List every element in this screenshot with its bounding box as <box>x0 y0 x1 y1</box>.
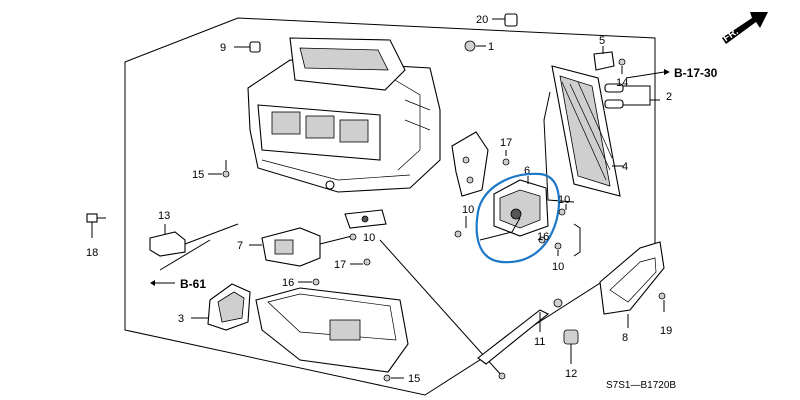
part-17-screw-middle: 17 <box>334 258 371 271</box>
diagram-code: S7S1—B1720B <box>606 380 676 391</box>
part-number-6: 6 <box>524 165 530 177</box>
part-3-duct: 3 <box>178 283 251 331</box>
part-15-screw-lower: 15 <box>383 373 420 385</box>
lower-housing <box>255 287 409 373</box>
part-number-7: 7 <box>237 240 243 252</box>
part-number-12: 12 <box>565 368 577 380</box>
part-10-screw-right-lower: 10 <box>552 242 564 273</box>
front-direction-arrow: FR. <box>721 12 768 44</box>
ref-b-61: B-61 <box>150 239 211 291</box>
part-number-10-middle: 10 <box>363 232 375 244</box>
part-number-5: 5 <box>599 35 605 47</box>
part-9-clip: 9 <box>220 41 261 54</box>
part-number-17-middle: 17 <box>334 259 346 271</box>
part-number-18: 18 <box>86 247 98 259</box>
part-18-bolt: 18 <box>86 213 106 259</box>
leader-tube <box>379 239 503 377</box>
part-19-screw: 19 <box>658 292 672 337</box>
part-number-3: 3 <box>178 313 184 325</box>
part-6-air-mix-motor: 6 <box>479 165 549 241</box>
part-12-sensor: 12 <box>563 329 579 380</box>
part-17-screw-upper: 17 <box>500 137 512 166</box>
part-7-mode-motor: 7 <box>237 227 353 267</box>
part-number-10-right-upper: 10 <box>558 194 570 206</box>
part-number-15-lower: 15 <box>408 373 420 385</box>
part-11-tube: 11 <box>477 298 563 380</box>
part-5-clamp: 5 <box>593 35 615 71</box>
part-number-10-right-lower: 10 <box>552 261 564 273</box>
part-1-nut: 1 <box>464 40 494 53</box>
part-number-2: 2 <box>666 91 672 103</box>
highlight-outline-part-6 <box>475 172 561 264</box>
part-number-16-lower: 16 <box>282 277 294 289</box>
part-20-clip: 20 <box>476 13 518 27</box>
part-number-9: 9 <box>220 42 226 54</box>
part-number-1: 1 <box>488 41 494 53</box>
part-number-15-upper: 15 <box>192 169 204 181</box>
heater-pipe-loop <box>543 91 575 203</box>
part-13-duct: 13 <box>149 210 239 257</box>
part-number-16-right: 16 <box>537 231 549 243</box>
part-16-screw-lower: 16 <box>282 277 320 289</box>
part-10-screw-right-upper: 10 <box>558 194 570 216</box>
ref-label-b-61: B-61 <box>180 277 206 291</box>
ref-b-17-30: B-17-30 <box>625 66 718 80</box>
leader-2-bracket <box>620 85 660 106</box>
part-number-8: 8 <box>622 332 628 344</box>
upper-housing <box>247 37 441 193</box>
part-16-screw-right: 16 <box>537 231 549 244</box>
blend-door-linkage <box>451 131 489 197</box>
part-number-11: 11 <box>534 336 545 348</box>
part-10-screw-left: 10 <box>454 204 474 238</box>
part-8-cover: 8 <box>599 241 665 344</box>
part-10-screw-middle: 10 <box>349 232 375 244</box>
ref-label-b-17-30: B-17-30 <box>674 66 718 80</box>
part-15-screw-upper: 15 <box>192 160 230 181</box>
part-number-13: 13 <box>158 210 170 222</box>
part-number-4: 4 <box>622 161 628 173</box>
part-number-17-upper: 17 <box>500 137 512 149</box>
part-14-screw: 14 <box>616 58 628 89</box>
part-number-19: 19 <box>660 325 672 337</box>
bracket-plate <box>344 209 387 229</box>
part-4-heater-core: 4 2 <box>551 65 672 197</box>
bracket-rod <box>573 223 581 257</box>
part-number-10-left: 10 <box>462 204 474 216</box>
assembly-outline-frame <box>124 17 656 396</box>
part-number-14: 14 <box>616 77 628 89</box>
part-number-20: 20 <box>476 14 488 26</box>
